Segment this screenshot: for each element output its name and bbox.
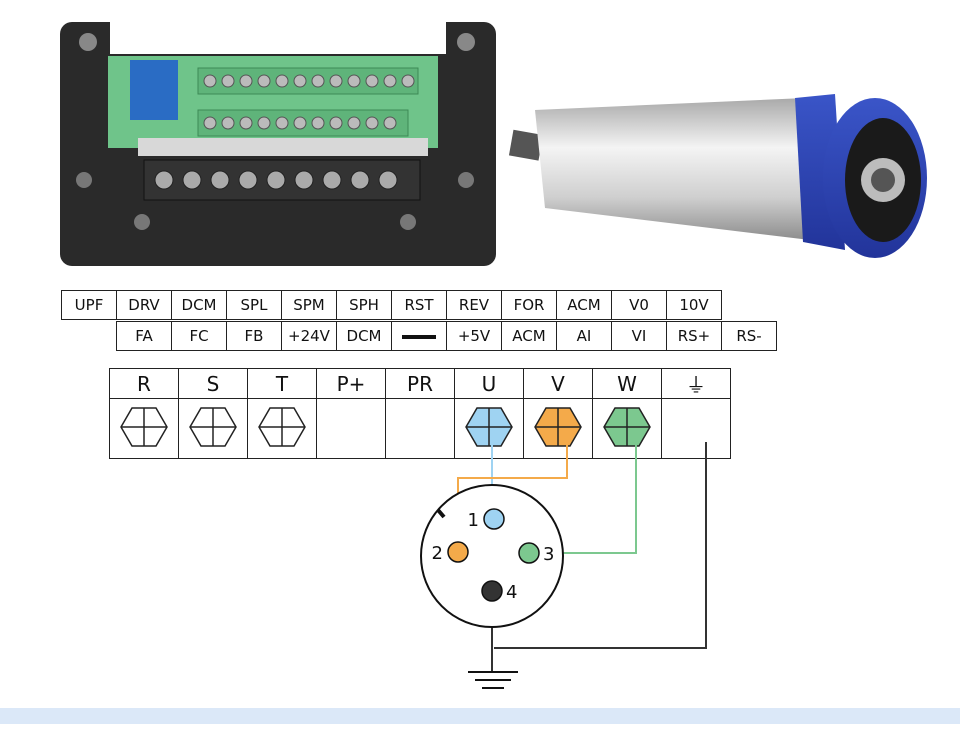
power-terminal-label-w: W bbox=[592, 368, 662, 399]
terminal-label: RS+ bbox=[666, 321, 722, 351]
terminal-screw-u bbox=[454, 398, 524, 459]
terminal-label: FOR bbox=[501, 290, 557, 320]
control-terminal-row-bottom: FA FC FB +24V DCM +5V ACM AI VI RS+ RS- bbox=[116, 321, 777, 351]
terminal-empty-pr bbox=[385, 398, 455, 459]
power-terminal-block: R S T P+ PR U V W ⏚ bbox=[109, 368, 731, 459]
power-terminal-label-s: S bbox=[178, 368, 248, 399]
earth-ground-icon bbox=[468, 671, 518, 689]
pin-3-label: 3 bbox=[543, 544, 554, 565]
terminal-label: SPM bbox=[281, 290, 337, 320]
wire-ground bbox=[494, 442, 707, 649]
terminal-label: DCM bbox=[171, 290, 227, 320]
terminal-screw-t bbox=[247, 398, 317, 459]
terminal-empty-p-plus bbox=[316, 398, 386, 459]
terminal-label: 10V bbox=[666, 290, 722, 320]
terminal-label-blank bbox=[391, 321, 447, 351]
pin-3 bbox=[518, 542, 540, 564]
terminal-screw-w bbox=[592, 398, 662, 459]
hex-screw-icon bbox=[465, 406, 513, 447]
hex-screw-icon bbox=[534, 406, 582, 447]
pin-4-label: 4 bbox=[506, 582, 517, 603]
hex-screw-icon bbox=[258, 406, 306, 447]
terminal-label: +24V bbox=[281, 321, 337, 351]
terminal-label: RST bbox=[391, 290, 447, 320]
hex-screw-icon bbox=[189, 406, 237, 447]
control-terminal-row-top: UPF DRV DCM SPL SPM SPH RST REV FOR ACM … bbox=[61, 290, 722, 320]
terminal-label: AI bbox=[556, 321, 612, 351]
pin-1-label: 1 bbox=[468, 510, 479, 531]
pin-4 bbox=[481, 580, 503, 602]
terminal-screw-s bbox=[178, 398, 248, 459]
terminal-label: +5V bbox=[446, 321, 502, 351]
power-terminal-label-v: V bbox=[523, 368, 593, 399]
terminal-label: DCM bbox=[336, 321, 392, 351]
terminal-screw-v bbox=[523, 398, 593, 459]
connector-outline bbox=[420, 484, 564, 628]
pin-2-label: 2 bbox=[432, 543, 443, 564]
wire-w bbox=[530, 442, 637, 554]
terminal-label: SPH bbox=[336, 290, 392, 320]
power-terminal-label-r: R bbox=[109, 368, 179, 399]
terminal-label: VI bbox=[611, 321, 667, 351]
terminal-empty-ground bbox=[661, 398, 731, 459]
terminal-label: DRV bbox=[116, 290, 172, 320]
dash-mark-icon bbox=[402, 334, 436, 339]
hex-screw-icon bbox=[603, 406, 651, 447]
bottom-band bbox=[0, 708, 960, 724]
pin-1 bbox=[483, 508, 505, 530]
vfd-terminal-photo bbox=[60, 20, 496, 266]
screw-icon bbox=[457, 33, 475, 51]
spindle-motor-photo bbox=[508, 94, 927, 258]
hex-screw-icon bbox=[120, 406, 168, 447]
terminal-label: FB bbox=[226, 321, 282, 351]
connector-key-mark bbox=[436, 508, 446, 519]
pin-2 bbox=[447, 541, 469, 563]
terminal-label: RS- bbox=[721, 321, 777, 351]
terminal-label: V0 bbox=[611, 290, 667, 320]
terminal-label: FC bbox=[171, 321, 227, 351]
screw-icon bbox=[79, 33, 97, 51]
